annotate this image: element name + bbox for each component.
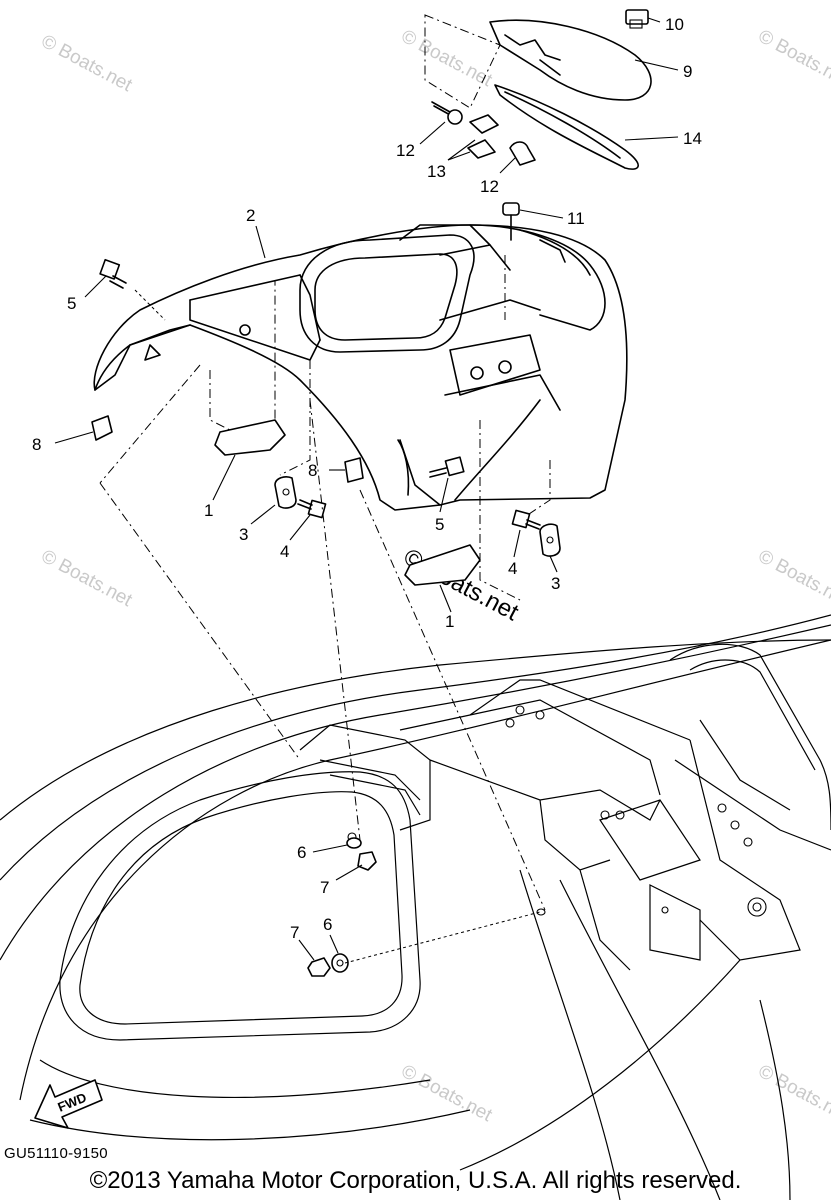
callout-5: 5: [435, 515, 444, 534]
nut-7-top: [357, 851, 377, 871]
hatch-latch-10: [625, 9, 649, 25]
callout-12: 12: [396, 141, 415, 160]
fwd-arrow-icon: FWD: [34, 1079, 103, 1129]
clip-8-right: [344, 457, 364, 483]
bolt-4-right: [511, 509, 541, 530]
callout-5: 5: [67, 294, 76, 313]
watermark: © Boats.net: [755, 26, 831, 92]
rear-cover: [93, 224, 628, 601]
watermark: © Boats.net: [755, 546, 831, 612]
callout-3: 3: [239, 525, 248, 544]
callout-numbers: 10 9 14 12 13 12 11 2 5 8 1 3 4 8 5 4 3 …: [32, 15, 702, 942]
callout-12: 12: [480, 177, 499, 196]
screw-12-top: [447, 109, 463, 125]
stopper-right: [539, 523, 561, 557]
callout-6: 6: [297, 843, 306, 862]
callout-3: 3: [551, 574, 560, 593]
hatch-lid: [489, 19, 652, 101]
bolt-5-mid: [429, 456, 465, 478]
drain-screw-11: [502, 202, 520, 241]
callout-8: 8: [308, 461, 317, 480]
callout-9: 9: [683, 62, 692, 81]
nut-7-bottom: [307, 957, 331, 977]
bracket-13: [469, 114, 499, 134]
callout-10: 10: [665, 15, 684, 34]
watermark: © Boats.net: [398, 1061, 496, 1127]
hatch-seal: [494, 84, 639, 170]
callout-11: 11: [567, 209, 585, 228]
clip-8-left: [91, 415, 113, 441]
bolt-4-left: [297, 499, 327, 519]
washer-6-bottom: [331, 953, 349, 973]
callout-1: 1: [445, 612, 454, 631]
callout-4: 4: [508, 559, 517, 578]
watermark: © Boats.net: [398, 26, 496, 92]
callout-13: 13: [427, 162, 446, 181]
collar-6-top: [346, 837, 362, 849]
watermark: © Boats.net: [38, 31, 136, 97]
callout-2: 2: [246, 206, 255, 225]
callout-8: 8: [32, 435, 41, 454]
callout-1: 1: [204, 501, 213, 520]
callout-leaders: [54, 17, 679, 961]
copyright-notice: ©2013 Yamaha Motor Corporation, U.S.A. A…: [89, 1167, 742, 1194]
watermark: © Boats.net: [38, 546, 136, 612]
label-plate-right: [404, 544, 481, 586]
label-plate-left: [214, 419, 286, 456]
stopper-left: [274, 476, 297, 509]
watermark: © Boats.net: [755, 1061, 831, 1127]
callout-6: 6: [323, 915, 332, 934]
callout-7: 7: [290, 923, 299, 942]
callout-7: 7: [320, 878, 329, 897]
callout-14: 14: [683, 129, 702, 148]
diagram-code: GU51110-9150: [4, 1145, 108, 1162]
callout-4: 4: [280, 542, 289, 561]
hull-deck: [0, 614, 831, 1200]
hatch-assembly: [424, 9, 652, 170]
bolt-5-top: [99, 258, 127, 289]
